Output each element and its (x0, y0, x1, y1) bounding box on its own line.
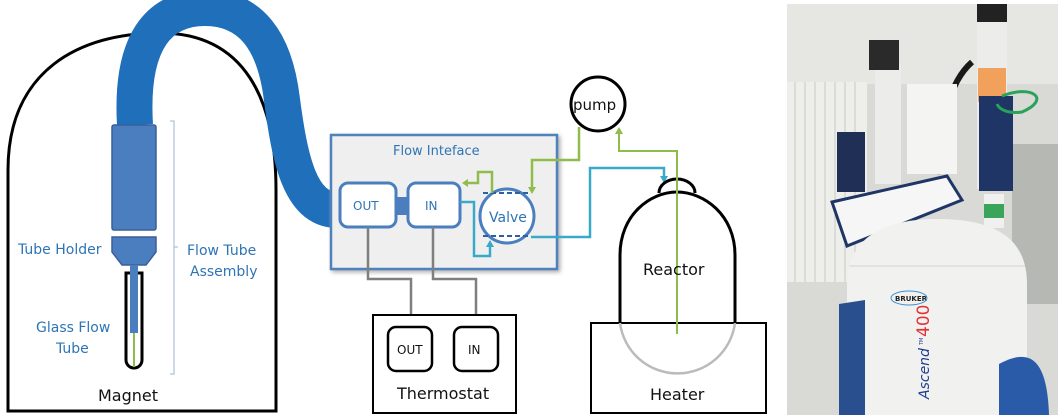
tube-holder (111, 236, 157, 266)
console-support (907, 84, 957, 174)
valve-label: Valve (489, 210, 527, 226)
flow-tube-assembly-body (111, 124, 157, 231)
nmr-spectrometer-photo: BRUKER Ascend TM 400 (787, 4, 1058, 415)
green-flow-interface-in (464, 170, 494, 193)
magnet-label: Magnet (98, 386, 158, 405)
flow-interface-title: Flow Inteface (393, 144, 480, 159)
glass-tube-label-2: Tube (55, 341, 89, 357)
assembly-label-1: Flow Tube (187, 243, 256, 259)
green-arrow-valve (528, 187, 536, 194)
inner-tube (130, 265, 138, 333)
left-blue-fins (837, 132, 865, 192)
cyan-arrow-reactor (660, 176, 668, 183)
thermostat-in-label: IN (468, 343, 481, 357)
interface-in-label: IN (425, 199, 438, 213)
brand-logo-orbit (890, 290, 928, 306)
thermostat-in-line (431, 227, 478, 327)
green-tubing (995, 90, 1039, 114)
thermostat-out-line (366, 227, 413, 327)
assembly-label-2: Assembly (190, 264, 257, 280)
flow-hose (116, 0, 340, 228)
svg-text:400: 400 (914, 305, 934, 337)
flow-nmr-diagram: Tube Holder Flow Tube Assembly Glass Flo… (6, 0, 767, 414)
pump-label: pump (573, 96, 616, 114)
reactor-bottom-hidden (618, 322, 737, 375)
reactor-label: Reactor (643, 260, 705, 279)
cyan-arrow-valve (486, 240, 494, 247)
left-column (875, 64, 901, 184)
green-arrow-pump (615, 127, 623, 134)
thermostat-label: Thermostat (396, 384, 489, 403)
out-in-connector (394, 197, 410, 215)
green-arrow-in (462, 179, 468, 187)
photo-wall (787, 4, 1058, 84)
probe-console (830, 174, 965, 248)
green-pump-to-valve (530, 127, 581, 190)
green-reactor-to-pump (618, 131, 678, 334)
brand-text: BRUKER (895, 295, 928, 303)
cyan-valve-to-reactor (531, 166, 666, 239)
left-column-top (869, 40, 899, 70)
interface-out-label: OUT (353, 199, 379, 213)
glass-tube-label-1: Glass Flow (36, 320, 110, 336)
pump (569, 75, 627, 133)
assembly-bracket (170, 120, 178, 375)
svg-text:Ascend: Ascend (917, 348, 933, 400)
right-column-top (977, 4, 1007, 22)
valve (478, 187, 536, 245)
heater-label: Heater (650, 385, 705, 404)
model-text: Ascend TM 400 (914, 305, 934, 400)
cyan-in-to-valve (460, 200, 492, 258)
right-blue-leg (999, 356, 1049, 415)
magnet-dewar (847, 219, 1027, 415)
svg-text:TM: TM (919, 338, 925, 346)
green-label (984, 204, 1004, 218)
heater-box (590, 322, 767, 414)
thermostat-in-port (452, 325, 500, 373)
tube-holder-label: Tube Holder (17, 242, 102, 258)
thermostat-out-label: OUT (397, 343, 423, 357)
left-blue-leg (839, 300, 865, 415)
thermostat-out-port (386, 325, 434, 373)
